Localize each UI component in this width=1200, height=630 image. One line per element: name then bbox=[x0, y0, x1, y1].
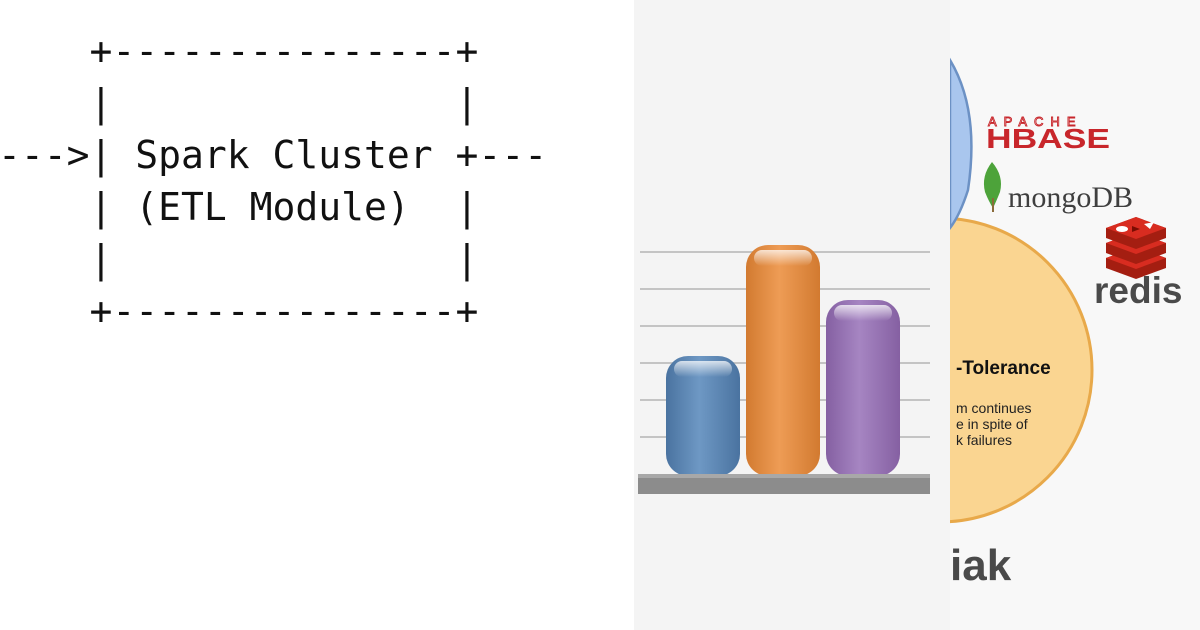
chart-bar-purple bbox=[826, 300, 900, 476]
availability-circle bbox=[950, 57, 973, 231]
ascii-line: | | bbox=[0, 237, 479, 281]
ascii-line: | | bbox=[0, 81, 479, 125]
ascii-diagram-panel: +---------------+ | | --->| Spark Cluste… bbox=[0, 25, 548, 337]
hbase-logo-top: APACHE bbox=[988, 114, 1083, 129]
chart-baseline bbox=[638, 474, 930, 494]
partition-tolerance-circle bbox=[950, 216, 1094, 524]
bar-chart-image-panel bbox=[634, 0, 950, 630]
ascii-diagram: +---------------+ | | --->| Spark Cluste… bbox=[0, 25, 547, 337]
ascii-line-spark-cluster: --->| Spark Cluster +--- bbox=[0, 133, 548, 177]
mongodb-leaf-icon bbox=[983, 162, 1001, 208]
ascii-line: +---------------+ bbox=[0, 29, 479, 73]
bar-chart-icon bbox=[638, 245, 930, 494]
chart-bar-orange bbox=[746, 245, 820, 476]
redis-logo: redis bbox=[1094, 270, 1182, 311]
mongodb-logo: mongoDB bbox=[1008, 181, 1133, 214]
redis-logo-icon bbox=[1106, 217, 1166, 279]
circle-text-line-2: e in spite of bbox=[956, 416, 1028, 432]
circle-text-line-1: m continues bbox=[956, 400, 1031, 416]
circle-text-line-3: k failures bbox=[956, 432, 1012, 448]
chart-bar-blue bbox=[666, 356, 740, 476]
cap-theorem-image-panel: -Tolerance m continues e in spite of k f… bbox=[950, 0, 1200, 630]
hbase-logo: HBASE bbox=[986, 123, 1110, 154]
ascii-line: +---------------+ bbox=[0, 289, 479, 333]
cap-theorem-diagram: -Tolerance m continues e in spite of k f… bbox=[950, 57, 1182, 590]
circle-label: -Tolerance bbox=[956, 358, 1051, 379]
ascii-line-etl-module: | (ETL Module) | bbox=[0, 185, 479, 229]
riak-logo: iak bbox=[950, 541, 1012, 590]
